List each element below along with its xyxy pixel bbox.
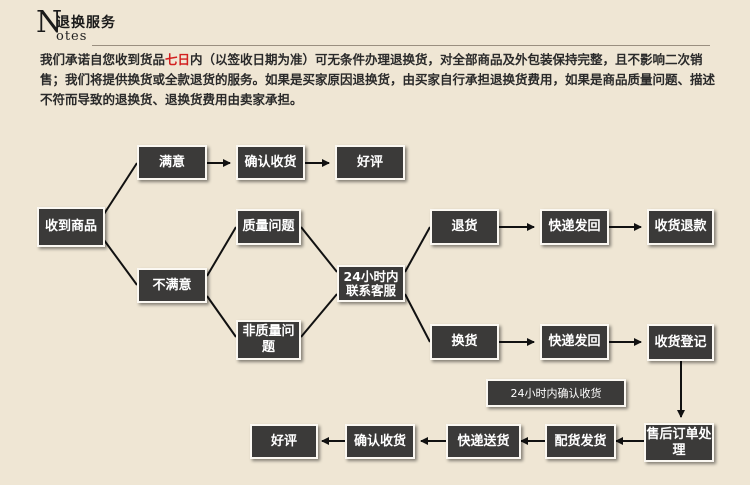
connector-service-exchange	[404, 293, 431, 343]
connector-service-return	[404, 226, 431, 273]
box-after-sales-order: 售后订单处理	[644, 423, 714, 462]
box-contact-service: 24小时内联系客服	[337, 265, 405, 302]
policy-text-start: 我们承诺自您收到货品	[40, 52, 166, 67]
box-unsatisfied: 不满意	[137, 268, 207, 303]
connector-unsatisfied-quality	[206, 226, 237, 277]
box-received: 收到商品	[37, 207, 105, 247]
policy-seven-days-highlight: 七日	[165, 52, 191, 67]
box-ship-back-return: 快递发回	[540, 209, 609, 245]
box-return-goods: 退货	[430, 209, 499, 245]
notes-header: N 退换服务 otes 我们承诺自您收到货品七日内（以签收日期为准）可无条件办理…	[0, 0, 750, 110]
box-pick-ship: 配货发货	[545, 424, 616, 459]
note-confirm-24h: 24小时内确认收货	[486, 379, 626, 407]
box-receive-register: 收货登记	[647, 324, 714, 361]
connector-received-satisfied	[103, 162, 138, 215]
box-non-quality-issue: 非质量问题	[236, 320, 301, 360]
header-divider	[92, 45, 710, 46]
connector-unsatisfied-nonquality	[206, 295, 237, 338]
notes-title: 退换服务	[56, 15, 116, 31]
box-express-deliver: 快递送货	[446, 424, 521, 459]
box-ship-back-exchange: 快递发回	[540, 324, 609, 360]
box-satisfied: 满意	[137, 145, 207, 180]
policy-text-rest: 内（以签收日期为准）可无条件办理退换货，对全部商品及外包装保持完整，且不影响二次…	[40, 52, 716, 107]
notes-logo-letter: N	[36, 5, 63, 40]
box-good-review-bottom: 好评	[250, 424, 318, 459]
connector-received-unsatisfied	[103, 239, 138, 286]
return-policy-text: 我们承诺自您收到货品七日内（以签收日期为准）可无条件办理退换货，对全部商品及外包…	[40, 50, 722, 110]
box-quality-issue: 质量问题	[236, 209, 301, 245]
notes-subtitle: otes	[56, 29, 88, 44]
box-exchange-goods: 换货	[430, 324, 499, 360]
box-good-review-top: 好评	[335, 145, 405, 180]
connector-quality-service	[300, 226, 338, 273]
box-confirm-receipt-top: 确认收货	[236, 145, 305, 180]
connector-nonquality-service	[300, 293, 338, 338]
box-confirm-receipt-bottom: 确认收货	[345, 424, 415, 459]
box-refund: 收货退款	[647, 209, 714, 245]
